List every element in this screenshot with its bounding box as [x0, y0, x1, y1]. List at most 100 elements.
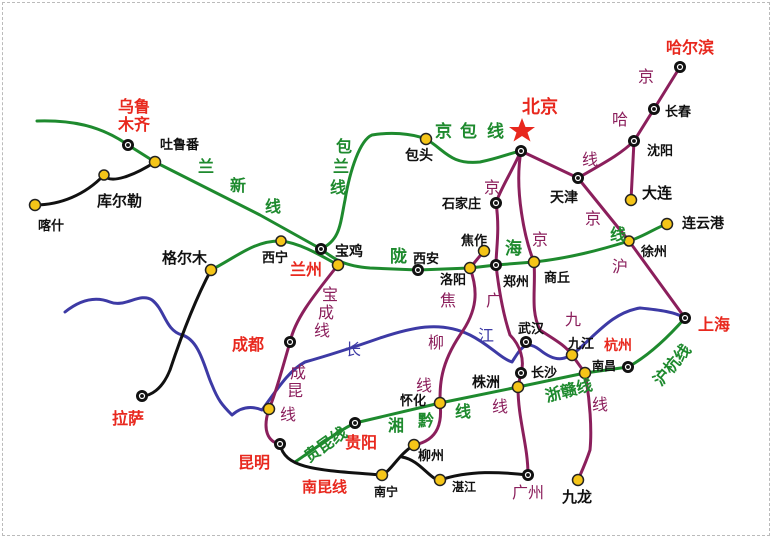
station-dot[interactable]: [433, 396, 447, 410]
city-label-luoyang: 洛阳: [440, 272, 466, 288]
city-label-liuzhou: 柳州: [418, 448, 444, 464]
station-dot[interactable]: [571, 473, 585, 487]
city-label-chengdu: 成都: [232, 335, 264, 354]
line-label-chengkun: 成: [290, 363, 306, 382]
jingjiu-railway: [517, 149, 593, 482]
city-label-kashgar: 喀什: [38, 218, 64, 234]
line-label-jingguang: 京: [484, 178, 500, 197]
station-dot[interactable]: [578, 366, 592, 380]
station-dot[interactable]: [407, 438, 421, 452]
station-icon[interactable]: [412, 264, 424, 276]
station-dot[interactable]: [148, 155, 162, 169]
city-label-jiaozuo: 焦作: [460, 233, 487, 249]
baocheng-chengkun-railway: [264, 263, 340, 446]
line-label-baolan: 兰: [333, 157, 349, 176]
line-label-jingjiu: 九: [565, 310, 581, 329]
city-label-nanning: 南宁: [374, 484, 398, 499]
station-dot[interactable]: [565, 348, 579, 362]
station-icon[interactable]: [315, 243, 327, 255]
city-label-shijiazhuang: 石家庄: [441, 196, 481, 212]
station-icon[interactable]: [490, 259, 502, 271]
city-label-changchun: 长春: [665, 104, 692, 120]
line-label-jingha: 京: [638, 67, 654, 86]
station-dot[interactable]: [511, 380, 525, 394]
line-label-xiangqian: 黔: [418, 411, 434, 430]
station-dot[interactable]: [624, 193, 638, 207]
baolan-railway: [319, 131, 523, 251]
station-icon[interactable]: [515, 145, 527, 157]
line-label-jiaoliu: 焦: [440, 291, 456, 310]
station-icon[interactable]: [284, 336, 296, 348]
line-label-jingguang: 广: [486, 291, 502, 310]
city-label-zhuzhou: 株洲: [472, 374, 500, 391]
line-label-chengkun: 昆: [287, 381, 303, 400]
station-dot[interactable]: [98, 169, 110, 181]
city-label-baotou: 包头: [405, 147, 433, 164]
city-label-baoji: 宝鸡: [335, 243, 363, 260]
station-icon[interactable]: [674, 61, 686, 73]
station-icon[interactable]: [622, 361, 634, 373]
city-label-shangqiu: 商丘: [544, 270, 570, 286]
city-label-lianyungang: 连云港: [682, 215, 725, 232]
station-icon[interactable]: [349, 417, 361, 429]
station-dot[interactable]: [623, 235, 635, 247]
station-dot[interactable]: [477, 244, 491, 258]
line-label-longhai: 海: [505, 238, 522, 259]
station-dot[interactable]: [262, 402, 276, 416]
station-dot[interactable]: [463, 261, 477, 275]
city-label-guangzhou: 广州: [512, 483, 544, 502]
station-dot[interactable]: [660, 217, 674, 231]
station-icon[interactable]: [522, 469, 534, 481]
station-dot[interactable]: [28, 198, 42, 212]
station-dot[interactable]: [419, 132, 433, 146]
line-label-jiaoliu: 柳: [428, 333, 444, 352]
shenda-railway: [629, 139, 636, 202]
capital-star-icon: [509, 118, 535, 142]
station-dot[interactable]: [433, 473, 447, 487]
city-label-urumqi: 木齐: [117, 115, 151, 134]
station-dot[interactable]: [331, 258, 345, 272]
city-label-xian: 西安: [413, 251, 439, 267]
line-label-guikun: 贵昆线: [300, 423, 350, 466]
city-label-guiyang: 贵阳: [345, 433, 377, 452]
station-icon[interactable]: [274, 438, 286, 450]
station-icon[interactable]: [122, 139, 134, 151]
line-label-xiangqian: 线: [455, 402, 471, 421]
station-icon[interactable]: [628, 135, 640, 147]
station-icon[interactable]: [520, 336, 532, 348]
city-label-changsha: 长沙: [531, 365, 557, 381]
station-dot[interactable]: [375, 468, 389, 482]
station-icon[interactable]: [648, 103, 660, 115]
line-label-jingjiu: 京: [532, 230, 548, 249]
line-label-lanxin: 线: [265, 197, 281, 216]
station-dot[interactable]: [275, 235, 287, 247]
line-label-chengkun: 线: [280, 405, 296, 424]
city-label-harbin: 哈尔滨: [666, 38, 714, 57]
city-label-kunming: 昆明: [238, 453, 270, 472]
line-label-jinghu: 京: [585, 209, 601, 228]
line-label-jingbao: 京: [435, 121, 452, 142]
station-icon[interactable]: [490, 197, 502, 209]
line-label-jinghu: 沪: [612, 257, 628, 276]
line-label-lanxin: 兰: [198, 157, 214, 176]
line-label-jingbao: 线: [487, 121, 504, 142]
city-label-zhengzhou: 郑州: [503, 274, 529, 290]
city-label-zhanjiang: 湛江: [452, 479, 476, 494]
station-icon[interactable]: [515, 367, 527, 379]
station-icon[interactable]: [572, 172, 584, 184]
city-label-lhasa: 拉萨: [112, 409, 144, 428]
city-label-shanghai: 上海: [698, 315, 730, 334]
jingha-railway: [519, 65, 682, 180]
station-dot[interactable]: [204, 263, 218, 277]
line-label-jiaoliu: 线: [416, 376, 432, 395]
line-label-baolan: 线: [330, 178, 346, 197]
city-label-beijing: 北京: [522, 96, 558, 118]
line-label-jingha: 哈: [612, 110, 628, 129]
city-label-lanzhou: 兰州: [290, 260, 322, 279]
city-label-nanchang: 南昌: [592, 358, 616, 373]
station-dot[interactable]: [527, 255, 541, 269]
station-icon[interactable]: [136, 390, 148, 402]
river-label-yangtze: 江: [478, 326, 494, 345]
station-icon[interactable]: [679, 312, 691, 324]
